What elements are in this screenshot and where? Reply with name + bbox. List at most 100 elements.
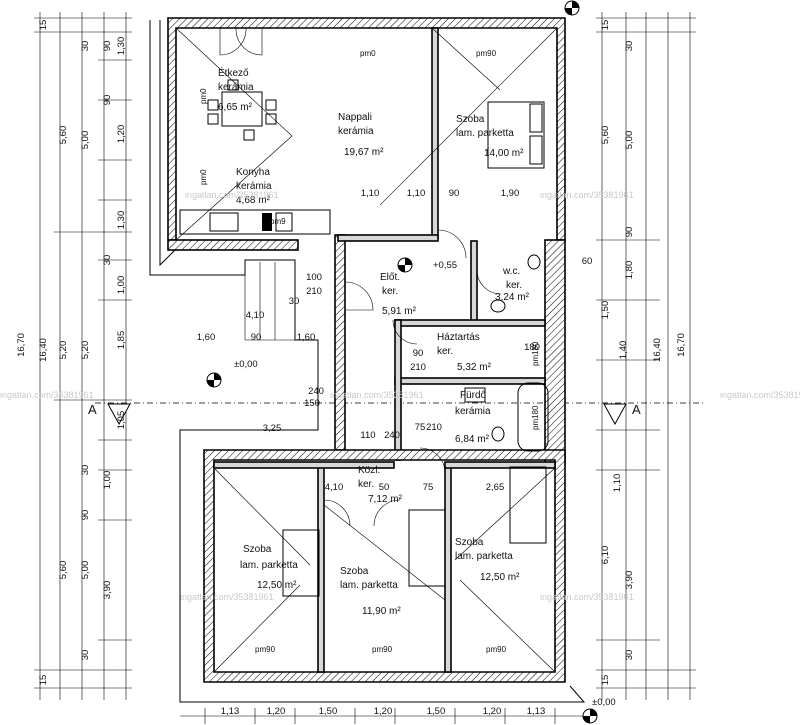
room-name: Szoba xyxy=(456,114,485,125)
roof-lines xyxy=(175,27,558,673)
dimension-label: 1,85 xyxy=(116,331,127,350)
room-szoba-bm: Szoba lam. parketta 11,90 m² xyxy=(340,566,401,617)
dimension-label: 210 xyxy=(306,286,322,297)
room-name: Étkező xyxy=(218,66,249,79)
dimension-label: 1,60 xyxy=(197,332,216,343)
dimension-label: 1,30 xyxy=(116,211,127,230)
doors xyxy=(219,27,502,527)
room-floor: kerámia xyxy=(236,181,272,192)
svg-text:pm180: pm180 xyxy=(531,405,540,430)
room-name: Nappali xyxy=(338,112,372,123)
dimension-label: 210 xyxy=(410,362,426,373)
room-floor: ker. xyxy=(358,479,374,490)
dimension-label: 90 xyxy=(624,227,635,238)
parapet-labels: pm0 pm90 pm9 pm0 pm0 pm180 pm180 pm90 pm… xyxy=(199,49,540,654)
room-szoba-br: Szoba lam. parketta 12,50 m² xyxy=(455,537,520,583)
room-area: 12,50 m² xyxy=(257,580,297,591)
level-marker-3 xyxy=(564,0,580,16)
dimension-label: 1,13 xyxy=(221,706,240,717)
dimension-label: 1,50 xyxy=(427,706,446,717)
dimension-label: 30 xyxy=(102,255,113,266)
room-area: 6,84 m² xyxy=(455,434,490,445)
dimension-label: 4,10 xyxy=(325,482,344,493)
entry-steps xyxy=(244,262,318,341)
watermarks: ingatlan.com/35381961 ingatlan.com/35381… xyxy=(0,190,800,602)
dimension-label: 75 xyxy=(415,422,426,433)
svg-text:pm90: pm90 xyxy=(372,645,393,654)
dimension-label: 1,20 xyxy=(267,706,286,717)
dimension-label: 16,70 xyxy=(676,333,687,357)
room-area: 3,24 m² xyxy=(495,292,530,303)
dim-left-mid: 5,605,205,60 xyxy=(58,126,69,580)
level-zero-label: ±0,00 xyxy=(234,359,258,370)
dimension-label: 3,90 xyxy=(624,571,635,590)
bottom-dimension-lines xyxy=(180,708,590,724)
dimension-label: 210 xyxy=(426,422,442,433)
dimension-label: 1,10 xyxy=(407,188,426,199)
dimension-label: 1,50 xyxy=(319,706,338,717)
left-dimension-lines xyxy=(34,12,132,700)
room-name: Szoba xyxy=(340,566,369,577)
dim-left-inner: 5,005,205,00 xyxy=(80,131,91,580)
dimension-label: 90 xyxy=(80,510,91,521)
dimension-label: 240 xyxy=(308,386,324,397)
room-area: 6,65 m² xyxy=(218,102,253,113)
room-haztartas: Háztartás ker. 5,32 m² xyxy=(437,332,492,373)
dimension-label: 100 xyxy=(306,272,322,283)
room-name: Közl. xyxy=(358,465,380,476)
dimension-label: 15 xyxy=(38,20,49,31)
upper-walls xyxy=(167,17,566,466)
room-area: 5,32 m² xyxy=(457,362,492,373)
dimension-label: 1,50 xyxy=(600,301,611,320)
room-name: Szoba xyxy=(455,537,484,548)
dim-right-inner: 5,003,90 xyxy=(624,131,635,590)
room-area: 14,00 m² xyxy=(484,148,524,159)
dimension-label: 90 xyxy=(251,332,262,343)
svg-text:pm9: pm9 xyxy=(270,217,286,226)
toilets xyxy=(464,254,541,442)
room-szoba-bl: Szoba lam. parketta 12,50 m² xyxy=(240,544,298,591)
dimension-label: 5,60 xyxy=(600,126,611,145)
dimension-label: 1,90 xyxy=(501,188,520,199)
dimension-label: 16,40 xyxy=(38,338,49,362)
room-elot: Előt. ker. 5,91 m² xyxy=(380,272,417,317)
svg-text:pm180: pm180 xyxy=(531,341,540,366)
svg-text:ingatlan.com/35381961: ingatlan.com/35381961 xyxy=(540,190,634,200)
dimension-label: 15 xyxy=(600,20,611,31)
room-name: w.c. xyxy=(502,266,520,277)
dimension-label: 90 xyxy=(449,188,460,199)
room-nappali: Nappali kerámia 19,67 m² xyxy=(338,112,384,158)
dimension-label: 4,10 xyxy=(246,310,265,321)
lower-walls xyxy=(203,449,566,683)
section-marker-left xyxy=(107,403,131,426)
room-floor: ker. xyxy=(506,280,522,291)
svg-text:ingatlan.com/35381961: ingatlan.com/35381961 xyxy=(0,390,94,400)
level-marker-4 xyxy=(582,708,598,724)
room-furdo: Fürdő kerámia 6,84 m² xyxy=(455,390,491,445)
room-name: Konyha xyxy=(236,167,270,178)
svg-text:ingatlan.com/35381961: ingatlan.com/35381961 xyxy=(185,190,279,200)
room-konyha: Konyha kerámia 4,68 m² xyxy=(236,167,272,206)
level-marker-1 xyxy=(397,257,413,273)
dimension-label: 15 xyxy=(600,675,611,686)
dimension-label: 1,30 xyxy=(116,37,127,56)
dimension-label: 1,05 xyxy=(116,411,127,430)
dimension-label: 150 xyxy=(304,398,320,409)
room-szoba-top: Szoba lam. parketta 14,00 m² xyxy=(456,114,524,159)
kitchen-counter xyxy=(179,209,331,235)
dim-right-mid: 5,606,10 xyxy=(600,126,611,565)
room-area: 12,50 m² xyxy=(480,572,520,583)
dimension-label: 30 xyxy=(624,41,635,52)
dimension-label: 180 xyxy=(524,342,540,353)
level-plus-label: +0,55 xyxy=(433,260,457,271)
dimension-label: 30 xyxy=(624,650,635,661)
svg-text:pm90: pm90 xyxy=(255,645,276,654)
room-name: Szoba xyxy=(243,544,272,555)
room-floor: ker. xyxy=(437,346,453,357)
